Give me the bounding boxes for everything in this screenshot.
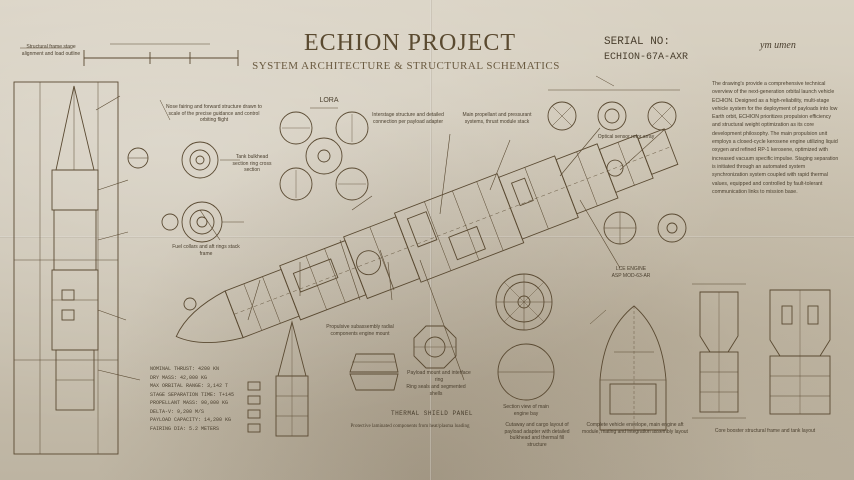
note-section: Section view of main engine bay <box>503 404 549 417</box>
sensor-rotor-array <box>547 75 680 131</box>
note-fuel: Fuel collars and aft rings stack frame <box>172 244 240 257</box>
segmented-shell-detail <box>349 353 399 391</box>
note-main-body: Main propellant and pressurant systems, … <box>462 112 532 125</box>
serial-value: ECHION-67A-AXR <box>604 52 689 63</box>
main-rocket-cutaway <box>175 128 679 343</box>
label-lora: LORA <box>319 97 339 104</box>
radial-ring-section <box>495 273 555 401</box>
note-interstage: Interstage structure and detailed connec… <box>372 112 444 125</box>
component-detail-circles-left <box>127 99 244 243</box>
spec-block: NOMINAL THRUST: 4200 KN DRY MASS: 42,000… <box>150 366 235 432</box>
signature: ym umen <box>760 40 796 51</box>
project-title: ECHION PROJECT <box>303 30 516 56</box>
serial-label: SERIAL NO: <box>604 36 671 48</box>
payload-fairing-cutaway <box>589 305 667 431</box>
engine-mount-circles <box>603 211 687 245</box>
thermal-shield-note: Protective laminated components from hea… <box>350 424 470 429</box>
core-booster-elevation-a <box>692 283 746 419</box>
note-nose: Nose fairing and forward structure drawn… <box>166 104 262 123</box>
description-text: The drawing's provide a comprehensive te… <box>712 81 839 195</box>
label-engine-code: LCE ENGINE ASP MOD-63-AR <box>611 266 651 279</box>
note-payload: Payload mount and interface ring <box>407 370 471 383</box>
note-mirror: Ring seals and segmented shells <box>406 384 466 397</box>
dimension-scale-top-left <box>20 43 239 66</box>
note-cross-section: Tank bulkhead section ring cross section <box>232 154 272 173</box>
note-top-left: Structural frame stage alignment and loa… <box>21 44 81 57</box>
note-booster: Core booster structural frame and tank l… <box>714 428 816 434</box>
note-optical: Optical sensor rotor array <box>597 134 655 140</box>
section-detail-circle <box>183 297 197 311</box>
thermal-shield-title: THERMAL SHIELD PANEL <box>390 410 473 417</box>
rocket-mini-elevation <box>247 320 309 437</box>
core-booster-elevation-b <box>769 289 831 415</box>
tank-cluster-section <box>279 107 369 201</box>
note-radial: Propulsive subassembly radial components… <box>326 324 394 337</box>
paper-fold-horizontal <box>0 236 854 238</box>
note-bottom-right: Complete vehicle envelope, main engine a… <box>582 422 688 435</box>
rocket-elevation-left <box>13 81 141 455</box>
paper-fold-vertical <box>430 0 432 480</box>
note-fairing: Cutaway and cargo layout of payload adap… <box>504 422 570 448</box>
payload-interface-ring <box>413 325 457 369</box>
main-rocket-leader-lines <box>199 127 665 381</box>
project-subtitle: SYSTEM ARCHITECTURE & STRUCTURAL SCHEMAT… <box>252 60 560 72</box>
